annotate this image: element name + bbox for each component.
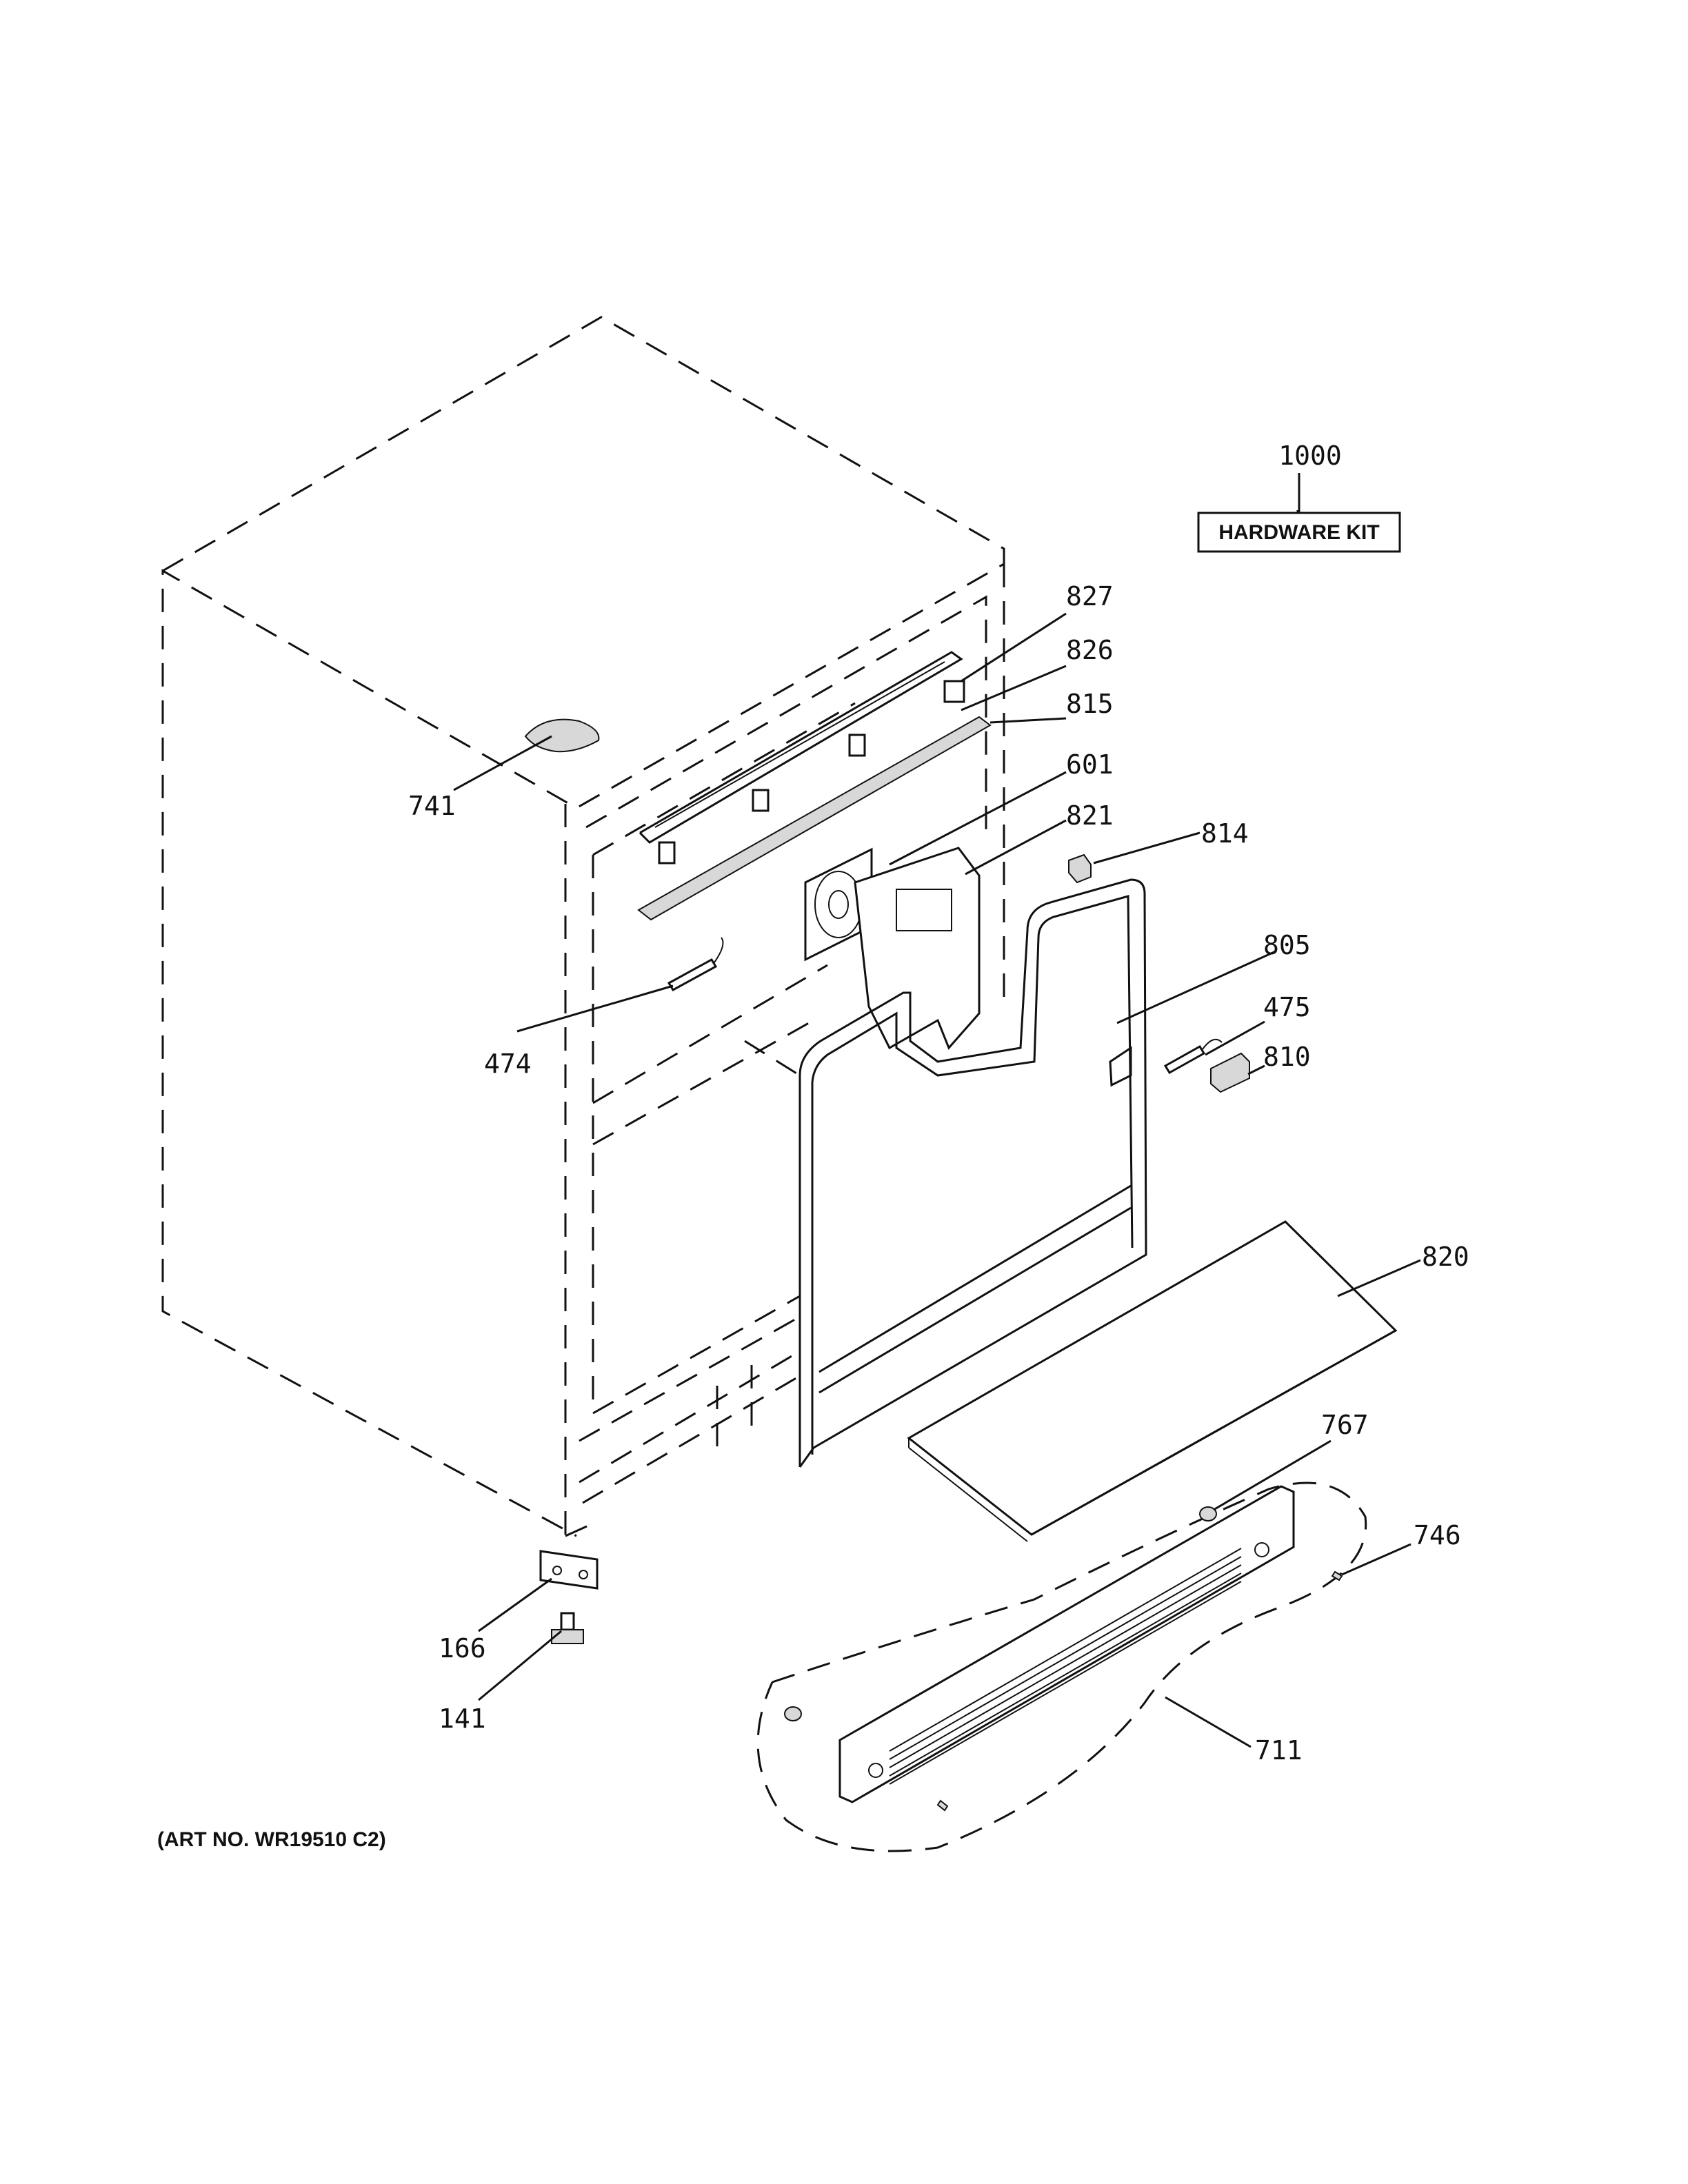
callout-474: 474 [484, 1049, 532, 1079]
hardware-kit-box [1197, 512, 1401, 553]
callout-141: 141 [439, 1703, 486, 1734]
part-827-rail [639, 651, 965, 865]
callout-741: 741 [408, 791, 456, 821]
callout-767: 767 [1321, 1410, 1369, 1440]
part-746-screw [1331, 1570, 1343, 1581]
part-711-grille-kit [756, 1482, 1367, 1852]
callout-814: 814 [1201, 818, 1249, 849]
callout-711: 711 [1255, 1735, 1303, 1766]
callout-810: 810 [1263, 1042, 1311, 1072]
callout-746: 746 [1414, 1520, 1461, 1550]
grille-slots [889, 1548, 1242, 1785]
part-810-switch [1210, 1052, 1250, 1093]
part-166-bracket [539, 1550, 599, 1590]
callout-805: 805 [1263, 930, 1311, 960]
cabinet-outline [161, 316, 1005, 1537]
part-815-bar [637, 716, 992, 921]
callout-166: 166 [439, 1633, 486, 1664]
callout-475: 475 [1263, 992, 1311, 1022]
part-805-gasket [798, 878, 1147, 1468]
part-741-cap [524, 718, 600, 753]
callout-827: 827 [1066, 581, 1114, 611]
part-767-bumper [1199, 1506, 1217, 1521]
part-141-leveling-leg [551, 1612, 584, 1644]
part-475-sensor [1163, 1038, 1223, 1075]
part-821-bracket [854, 847, 981, 1050]
hardware-kit-callout: 1000 HARDWARE KIT [1197, 441, 1401, 553]
art-number: (ART NO. WR19510 C2) [157, 1828, 386, 1851]
hardware-kit-label: HARDWARE KIT [1218, 521, 1379, 544]
callout-numbers: 827 826 815 601 821 814 805 475 810 741 … [408, 581, 1469, 1766]
part-474-sensor [667, 937, 724, 992]
part-820-panel [907, 1220, 1398, 1542]
callout-826: 826 [1066, 635, 1114, 665]
callout-820: 820 [1422, 1242, 1469, 1272]
part-814-clip [1068, 853, 1092, 884]
callout-815: 815 [1066, 689, 1114, 719]
hardware-kit-number: 1000 [1278, 441, 1342, 471]
leader-lines [453, 510, 1421, 1748]
callout-601: 601 [1066, 749, 1114, 780]
callout-821: 821 [1066, 800, 1114, 831]
